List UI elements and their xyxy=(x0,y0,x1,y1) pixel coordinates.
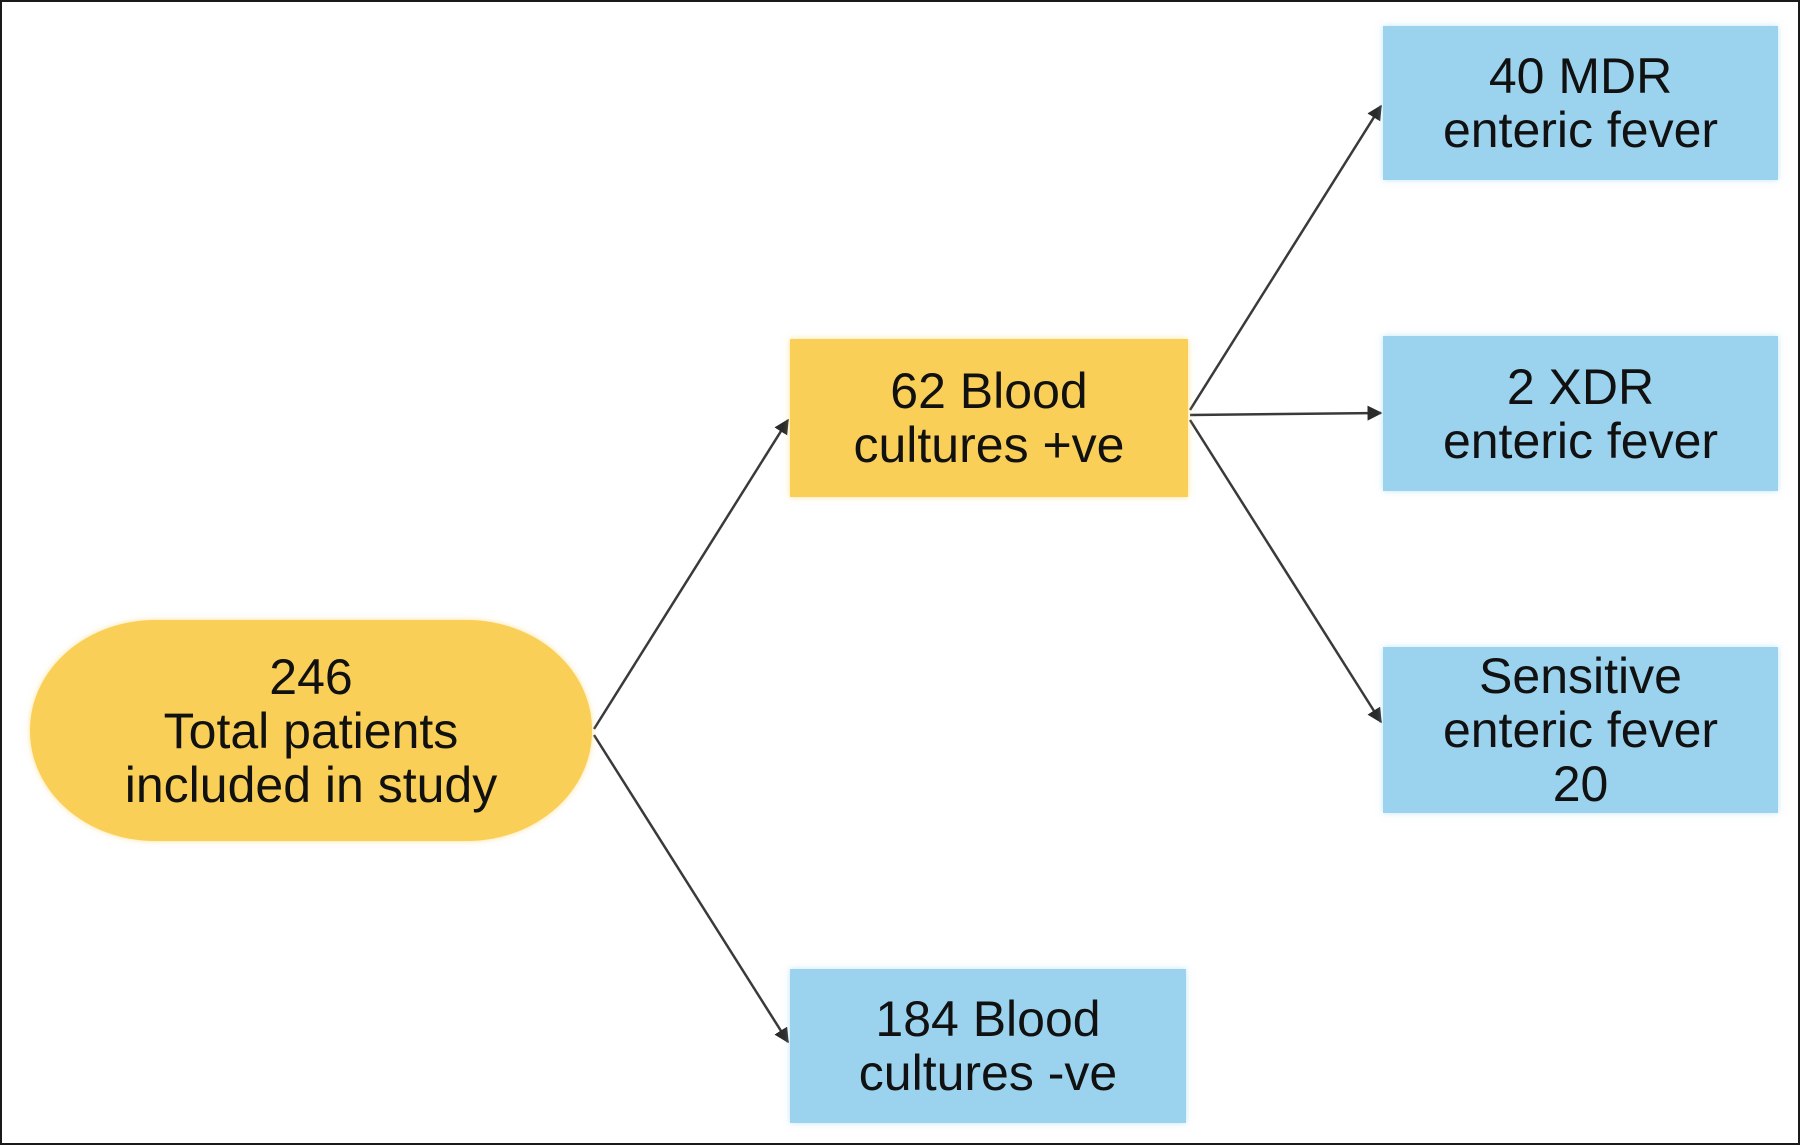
node-xdr-line-1: 2 XDR xyxy=(1506,358,1655,415)
node-negative-line-1: 184 Blood xyxy=(875,991,1101,1047)
node-mdr-line-2: enteric fever xyxy=(1442,102,1719,158)
node-sensitive-line-3: 20 xyxy=(1552,756,1609,812)
node-positive-line-1: 62 Blood xyxy=(890,363,1088,419)
node-mdr-line-1: 40 MDR xyxy=(1488,48,1673,104)
edge-total-to-positive xyxy=(592,418,790,730)
node-sensitive-line-2: enteric fever xyxy=(1442,702,1719,758)
node-total-line-3: included in study xyxy=(124,756,498,813)
node-total-line-1: 246 xyxy=(269,648,353,705)
node-total-patients: 246 Total patients included in study xyxy=(30,620,592,841)
edge-positive-to-xdr xyxy=(1189,405,1383,421)
node-xdr-line-2: enteric fever xyxy=(1442,412,1719,469)
node-blood-cultures-positive: 62 Blood cultures +ve xyxy=(790,339,1188,497)
node-total-line-2: Total patients xyxy=(163,702,459,759)
edge-positive-to-mdr xyxy=(1188,104,1383,411)
node-xdr-enteric-fever: 2 XDR enteric fever xyxy=(1383,336,1778,491)
edge-total-to-negative xyxy=(592,734,790,1044)
node-negative-line-2: cultures -ve xyxy=(858,1045,1118,1101)
node-sensitive-enteric-fever: Sensitive enteric fever 20 xyxy=(1383,647,1778,813)
node-sensitive-line-1: Sensitive xyxy=(1479,648,1682,704)
edge-positive-to-sensitive xyxy=(1188,419,1383,724)
node-positive-line-2: cultures +ve xyxy=(853,417,1125,473)
node-mdr-enteric-fever: 40 MDR enteric fever xyxy=(1383,26,1778,180)
node-blood-cultures-negative: 184 Blood cultures -ve xyxy=(790,969,1186,1123)
